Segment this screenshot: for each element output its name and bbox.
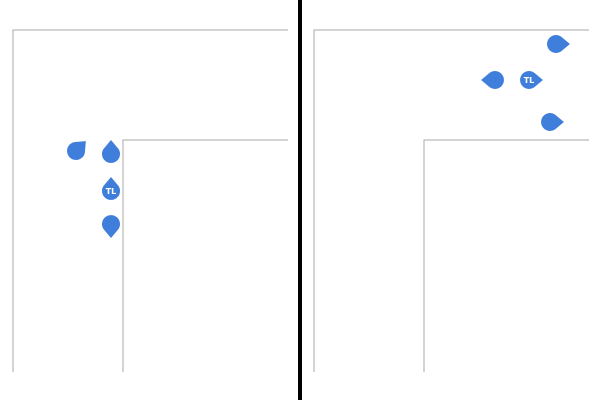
left-marker-group: TL <box>67 140 120 238</box>
marker-tip-up-a <box>102 140 120 163</box>
teardrop-marker-shape <box>102 140 120 163</box>
teardrop-marker-shape <box>102 215 120 238</box>
marker-label: TL <box>524 76 535 85</box>
teardrop-marker-shape <box>520 71 543 89</box>
left-panel: TL <box>12 29 288 372</box>
teardrop-marker-shape <box>67 141 86 160</box>
right-outer-frame <box>313 29 589 372</box>
marker-tip-right-a <box>547 35 570 53</box>
left-outer-frame <box>12 29 288 372</box>
teardrop-marker-shape <box>547 35 570 53</box>
marker-tip-right-labeled: TL <box>520 71 543 89</box>
right-inner-frame <box>423 139 589 372</box>
center-divider <box>298 0 302 400</box>
marker-tip-left <box>481 71 504 89</box>
marker-tip-down <box>102 215 120 238</box>
left-inner-frame <box>122 139 288 372</box>
marker-tip-up-right <box>67 141 86 160</box>
right-marker-group: TL <box>481 35 570 131</box>
marker-label: TL <box>106 187 117 196</box>
teardrop-marker-shape <box>541 113 564 131</box>
right-panel: TL <box>313 29 589 372</box>
marker-tip-right-b <box>541 113 564 131</box>
teardrop-marker-shape <box>481 71 504 89</box>
teardrop-marker-shape <box>102 177 120 200</box>
marker-tip-up-labeled: TL <box>102 177 120 200</box>
